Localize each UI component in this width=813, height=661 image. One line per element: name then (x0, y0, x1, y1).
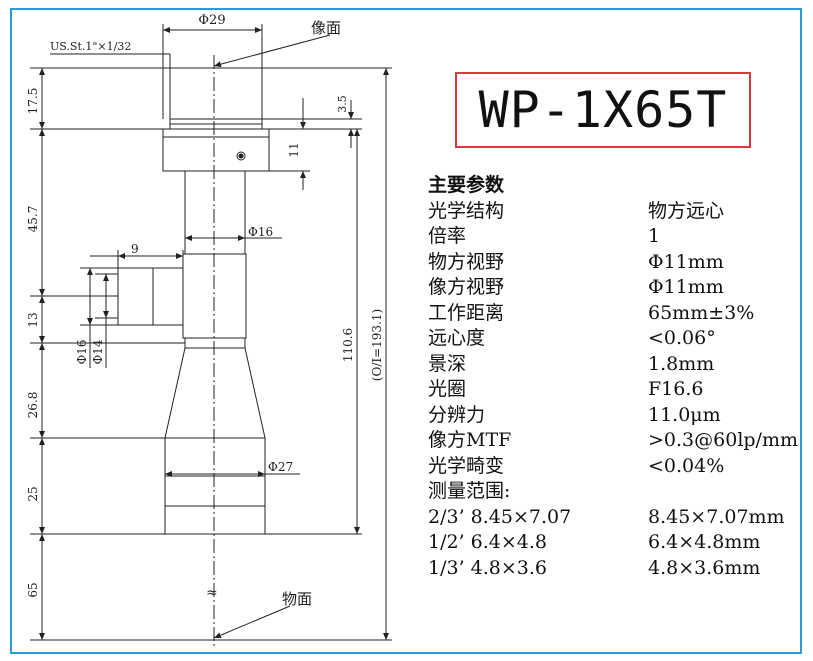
parameter-row: 分辨力 11.0μm (428, 403, 808, 429)
parameter-row: 像方视野 Φ11mm (428, 275, 808, 301)
label-image-plane: 像面 (311, 19, 341, 37)
parameter-key: 像方视野 (428, 276, 505, 298)
label-object-plane: 物面 (282, 590, 312, 608)
parameter-key: 1/2’ 6.4×4.8 (428, 531, 548, 553)
parameter-key: 2/3’ 8.45×7.07 (428, 505, 572, 528)
dim-3-5: 3.5 (336, 95, 349, 113)
dim-d27: Φ27 (268, 460, 293, 474)
dim-26-8: 26.8 (26, 392, 40, 419)
lens-top-housing (162, 136, 270, 172)
parameter-key: 景深 (428, 352, 467, 375)
drawing-frame (10, 8, 802, 654)
model-title-box: WP-1X65T (455, 72, 751, 148)
parameter-key: 测量范围: (428, 480, 511, 502)
parameter-key: 分辨力 (428, 403, 486, 426)
dim-d16-side: Φ16 (75, 339, 89, 364)
dim-13: 13 (26, 312, 40, 327)
parameter-value: >0.3@60lp/mm (648, 429, 798, 451)
parameter-value: 1.8mm (648, 352, 715, 375)
dim-65: 65 (26, 582, 40, 597)
thread-spec: US.St.1"×1/32 (50, 40, 131, 53)
dim-total: (O/I=193.1) (370, 309, 384, 381)
dim-17-5: 17.5 (26, 88, 40, 115)
parameter-value: F16.6 (648, 378, 704, 400)
parameter-table: 主要参数 光学结构 物方远心倍率 1 物方视野 Φ11mm 像方视野 Φ11mm 工作距离 65… (428, 173, 808, 581)
lower-collar (184, 337, 246, 349)
set-screw (236, 151, 246, 161)
parameter-row: 光学结构 物方远心 (428, 199, 808, 225)
side-port (117, 267, 184, 326)
parameter-row: 倍率 1 (428, 224, 808, 250)
parameter-row: 1/2’ 6.4×4.8 6.4×4.8mm (428, 530, 808, 556)
parameter-key: 工作距离 (428, 301, 505, 324)
parameter-rows: 光学结构 物方远心倍率 1 物方视野 Φ11mm 像方视野 Φ11mm 工作距离 65mm±3%… (428, 199, 808, 582)
dim-11: 11 (287, 142, 301, 157)
parameter-value: 物方远心 (648, 199, 725, 222)
parameter-key: 远心度 (428, 327, 486, 349)
dim-110-6: 110.6 (341, 328, 355, 362)
parameter-row: 光学畸变 <0.04% (428, 454, 808, 480)
parameter-value: 1 (648, 225, 661, 247)
parameter-value: 8.45×7.07mm (648, 505, 785, 528)
parameter-row: 景深 1.8mm (428, 352, 808, 378)
parameter-row: 像方MTF >0.3@60lp/mm (428, 428, 808, 454)
parameter-row: 2/3’ 8.45×7.07 8.45×7.07mm (428, 505, 808, 531)
parameter-row: 1/3’ 4.8×3.6 4.8×3.6mm (428, 556, 808, 582)
parameter-value: <0.04% (648, 454, 725, 477)
dim-d16-top: Φ16 (248, 225, 273, 239)
parameter-key: 物方视野 (428, 250, 505, 273)
break-mark: ≈ (206, 585, 218, 601)
front-barrel (164, 437, 266, 535)
dim-25: 25 (26, 486, 40, 501)
lens-cone (164, 347, 266, 439)
model-title: WP-1X65T (478, 81, 728, 139)
lens-flange (162, 128, 270, 138)
dim-d14-side: Φ14 (91, 339, 105, 364)
parameter-value: 4.8×3.6mm (648, 556, 761, 579)
parameter-value: 65mm±3% (648, 301, 755, 324)
upper-tube (184, 170, 246, 255)
parameter-row: 远心度 <0.06° (428, 326, 808, 352)
dim-45-7: 45.7 (26, 206, 40, 233)
parameter-key: 倍率 (428, 225, 467, 247)
parameter-value: Φ11mm (648, 250, 724, 273)
parameter-row: 光圈 F16.6 (428, 377, 808, 403)
parameter-heading: 主要参数 (428, 174, 505, 196)
dim-d29: Φ29 (198, 13, 225, 28)
parameter-value: Φ11mm (648, 276, 724, 298)
parameter-key: 光学结构 (428, 199, 505, 222)
parameter-value: 11.0μm (648, 403, 721, 426)
dim-9: 9 (131, 242, 139, 256)
parameter-key: 光圈 (428, 378, 467, 400)
parameter-row: 工作距离 65mm±3% (428, 301, 808, 327)
parameter-row: 测量范围: (428, 479, 808, 505)
parameter-key: 1/3’ 4.8×3.6 (428, 556, 548, 579)
parameter-value: 6.4×4.8mm (648, 531, 761, 553)
parameter-row: 物方视野 Φ11mm (428, 250, 808, 276)
parameter-heading-row: 主要参数 (428, 173, 808, 199)
parameter-key: 像方MTF (428, 429, 512, 451)
parameter-key: 光学畸变 (428, 454, 505, 477)
parameter-value: <0.06° (648, 327, 716, 349)
